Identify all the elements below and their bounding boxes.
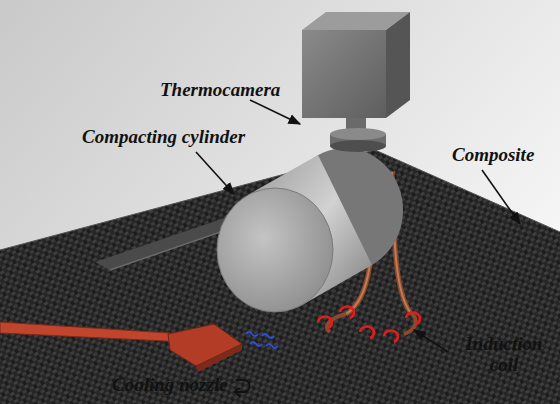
- compacting-cylinder: [217, 148, 403, 312]
- nozzle-label: Cooling nozzle: [112, 375, 228, 396]
- cylinder-label: Compacting cylinder: [82, 127, 245, 148]
- thermocamera-label: Thermocamera: [160, 80, 280, 101]
- rotation-symbol: [235, 380, 250, 396]
- composite-plates: [0, 150, 560, 404]
- coil-label: Induction coil: [452, 334, 556, 376]
- composite-label: Composite: [452, 145, 534, 166]
- cooling-jet: [246, 332, 278, 348]
- thermocamera: [302, 12, 410, 152]
- cooling-nozzle: [0, 322, 242, 372]
